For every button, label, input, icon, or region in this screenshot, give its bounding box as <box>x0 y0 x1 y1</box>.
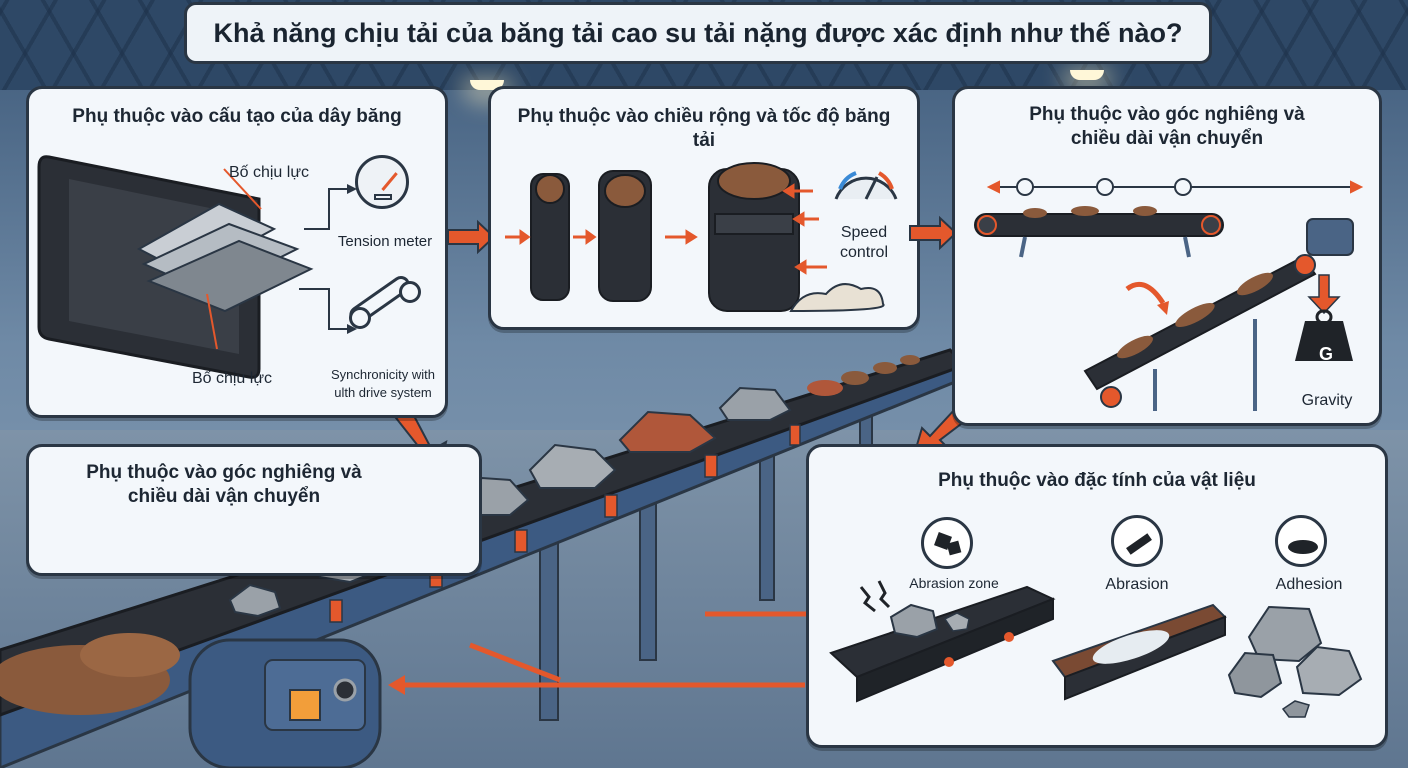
adhesion-icon <box>1275 515 1327 567</box>
tension-meter-label: Tension meter <box>337 233 433 250</box>
panel-belt-structure: Phụ thuộc vào cấu tạo của dây băng Bố ch… <box>26 86 448 418</box>
panel-title: Phụ thuộc vào cấu tạo của dây băng <box>72 106 402 127</box>
panel-title: Phụ thuộc vào đặc tính của vật liệu <box>938 470 1256 491</box>
speed-control-line1: Speed <box>840 224 888 241</box>
panel-incline-length-left: Phụ thuộc vào góc nghiêng và chiều dài v… <box>26 444 482 576</box>
ceiling-lamp <box>1070 70 1104 80</box>
panel-title-line2: tải <box>692 130 716 151</box>
rock-cluster-icon <box>921 517 973 569</box>
gauge-icon <box>355 155 409 209</box>
panel-width-speed: Phụ thuộc vào chiều rộng và tốc độ băng … <box>488 86 920 330</box>
speed-control-line2: control <box>839 244 889 261</box>
panel-incline-length: Phụ thuộc vào góc nghiêng và chiều dài v… <box>952 86 1382 426</box>
pulley-link-icon <box>345 272 421 333</box>
layer-label-bottom: Bố chịu lực <box>191 370 273 387</box>
arrow-right-icon <box>447 219 496 255</box>
incline-conveyor-illustration <box>974 178 1364 411</box>
abrasion-icon <box>1111 515 1163 567</box>
abrasion-label: Abrasion <box>1105 576 1169 593</box>
arrow-right-icon <box>909 215 958 251</box>
abrasion-zone-label: Abrasion zone <box>909 575 999 591</box>
belt-width-comparison-illustration <box>505 162 898 313</box>
panel-title-line1: Phụ thuộc vào góc nghiêng và <box>86 462 362 483</box>
gravity-label: Gravity <box>1301 392 1353 409</box>
page-title: Khả năng chịu tải của băng tải cao su tả… <box>184 2 1212 64</box>
panel-material-properties: Phụ thuộc vào đặc tính của vật liệu Abra… <box>806 444 1388 748</box>
weight-letter: G <box>1318 344 1333 364</box>
sync-label-line1: Synchronicity with <box>330 367 436 382</box>
layer-label-top: Bố chịu lực <box>228 164 310 181</box>
belt-cross-section-illustration <box>37 155 357 379</box>
sync-label-line2: ulth drive system <box>334 385 432 400</box>
panel-title-line2: chiều dài vận chuyển <box>1070 128 1264 149</box>
panel-title-line1: Phụ thuộc vào chiều rộng và tốc độ băng <box>517 106 891 127</box>
ceiling-lamp <box>470 80 504 90</box>
material-properties-illustration <box>829 580 1363 718</box>
panel-title-line2: chiều dài vận chuyển <box>127 486 321 507</box>
adhesion-label: Adhesion <box>1275 576 1343 593</box>
panel-title-line1: Phụ thuộc vào góc nghiêng và <box>1029 104 1305 125</box>
